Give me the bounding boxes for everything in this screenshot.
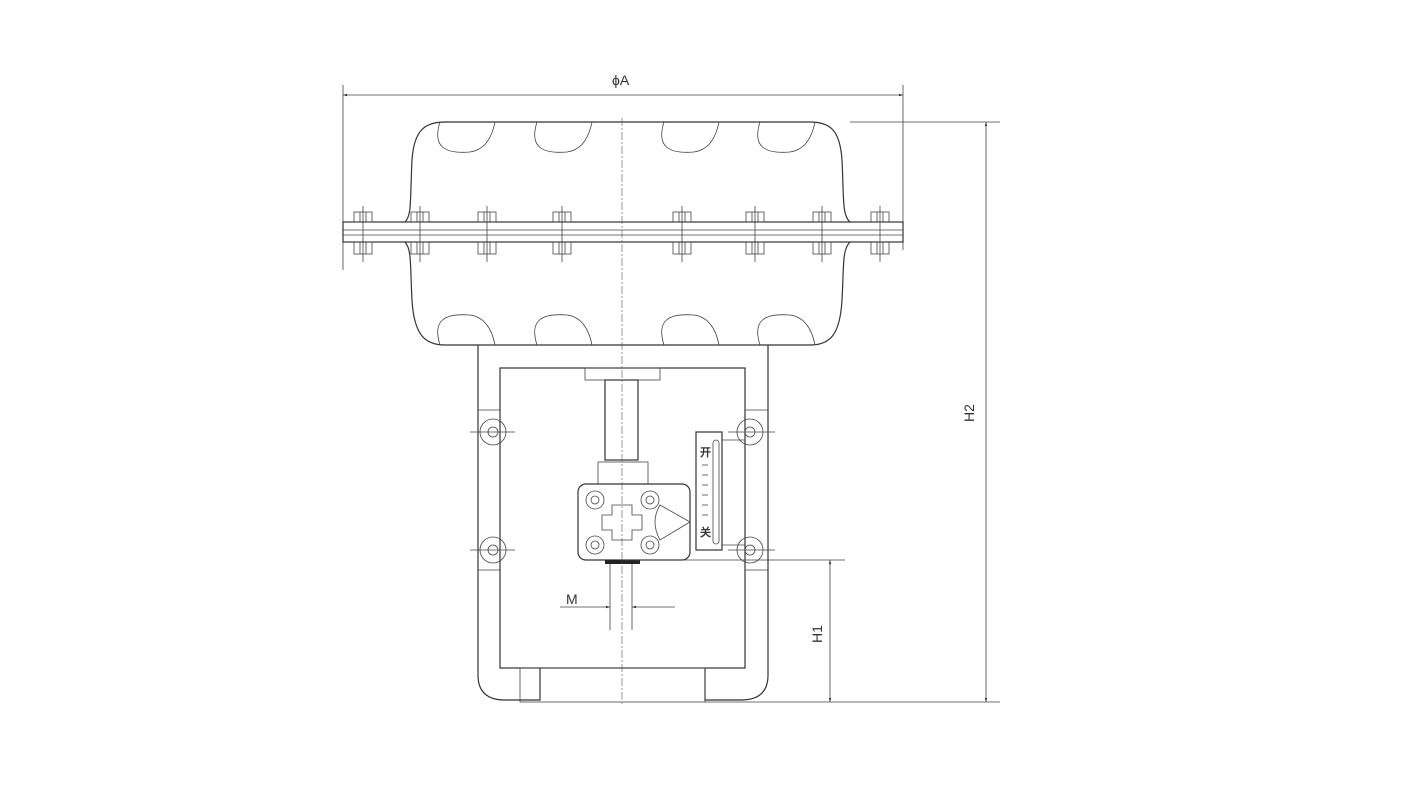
diameter-label: ϕA [612, 72, 630, 88]
yoke [470, 345, 775, 703]
h1-label: H1 [808, 625, 825, 643]
m-label: M [566, 591, 578, 607]
diaphragm-casing [342, 121, 904, 346]
position-indicator [695, 431, 745, 551]
open-label: 开 [700, 447, 711, 459]
close-label: 关 [700, 527, 711, 539]
h2-label: H2 [960, 404, 977, 422]
h2-dimension [560, 121, 1000, 703]
stem-assembly [577, 367, 691, 630]
